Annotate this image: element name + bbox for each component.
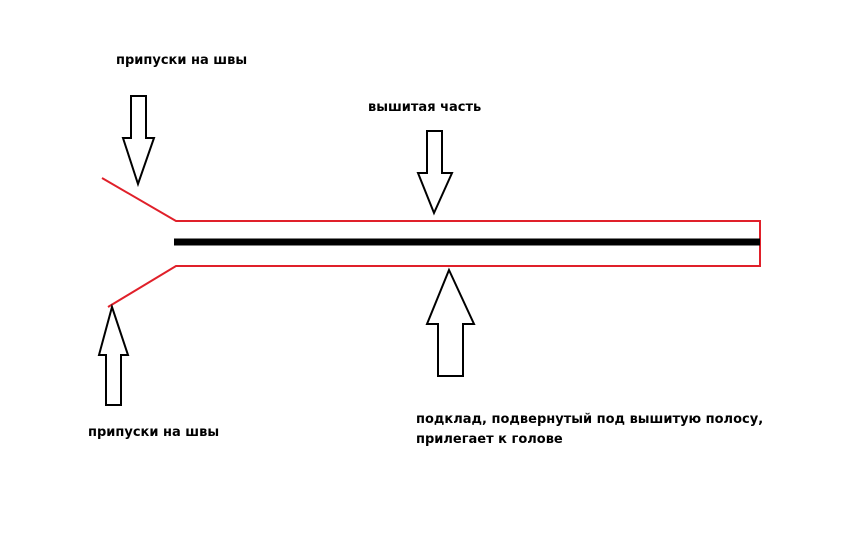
label-lining-line2: прилегает к голове: [416, 432, 563, 447]
label-embroidered-part: вышитая часть: [368, 100, 481, 115]
label-seam-allowance-bottom: припуски на швы: [88, 425, 219, 440]
arrow-down-icon-seam-top: [121, 95, 156, 188]
arrow-up-icon-seam-bottom: [97, 303, 130, 406]
arrow-up-icon-lining: [425, 267, 476, 377]
label-seam-allowance-top: припуски на швы: [116, 53, 247, 68]
arrow-down-icon-embroidered: [416, 130, 454, 216]
label-lining-line1: подклад, подвернутый под вышитую полосу,: [416, 412, 763, 427]
